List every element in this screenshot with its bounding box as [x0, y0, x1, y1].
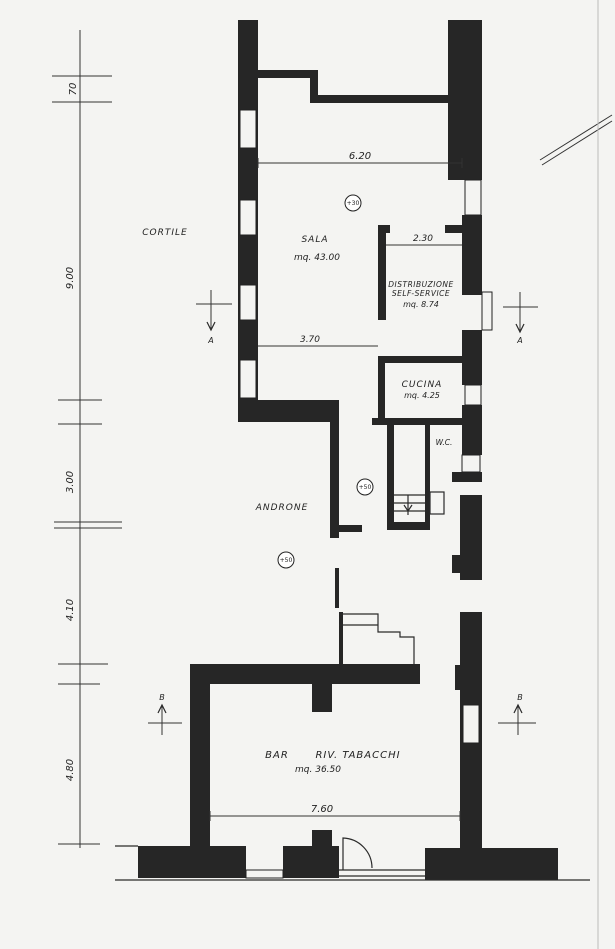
east-wall-mid	[462, 215, 482, 295]
label-wc: W.C.	[436, 438, 453, 447]
dim-v-300: 3.00	[65, 471, 76, 493]
elevation-marker-corridor: +50	[356, 478, 374, 496]
stair-west-wall	[387, 425, 394, 530]
facade-left	[138, 846, 246, 878]
corridor-stub	[330, 525, 362, 532]
dim-v-480: 4.80	[65, 759, 76, 781]
dist-west-wall	[378, 225, 386, 320]
svg-text:+30: +30	[347, 200, 360, 207]
label-androne: ANDRONE	[255, 503, 309, 513]
elevation-marker-sala: +30	[344, 194, 362, 212]
dist-north-stub-a	[378, 225, 390, 233]
cucina-west-wall	[378, 356, 385, 421]
stair-east-wall	[425, 425, 430, 530]
androne-post-b	[335, 568, 339, 608]
section-markers	[148, 290, 538, 735]
stair-south-wall	[394, 522, 428, 530]
section-b-left: B	[159, 693, 165, 702]
section-a-right: A	[516, 336, 522, 345]
cucina-south-wall	[372, 418, 462, 425]
facade-right	[425, 848, 558, 880]
corridor-west-wall	[330, 400, 339, 538]
label-cucina: CUCINA	[402, 380, 443, 390]
section-b-right: B	[517, 693, 523, 702]
dim-v-top: 70	[68, 83, 79, 96]
dist-north-stub-b	[445, 225, 465, 233]
svg-text:+50: +50	[280, 557, 293, 564]
facade-column	[312, 830, 332, 848]
label-bar: BAR	[265, 750, 289, 761]
androne-post	[339, 612, 343, 664]
label-cucina-area: mq. 4.25	[404, 391, 440, 400]
dim-bar-width: 7.60	[311, 804, 333, 815]
east-wall-lower	[460, 495, 482, 580]
label-distribuzione: DISTRIBUZIONE	[388, 280, 454, 289]
label-bar-area: mq. 36.50	[295, 765, 341, 775]
east-wall-cucina	[462, 330, 482, 385]
horizontal-dimensions	[209, 158, 463, 821]
facade-centre	[283, 846, 339, 878]
section-a-left: A	[207, 336, 213, 345]
north-wall-c	[310, 95, 465, 103]
elevation-marker-androne: +50	[277, 551, 295, 569]
vertical-dimensions	[52, 30, 122, 848]
label-sala-area: mq. 43.00	[294, 253, 340, 263]
dim-v-900: 9.00	[65, 267, 76, 289]
bar-west-wall	[190, 664, 210, 849]
fixtures	[115, 491, 590, 881]
dim-sala-width: 6.20	[349, 151, 371, 162]
bar-north-wall	[190, 664, 420, 684]
dim-v-410: 4.10	[65, 599, 76, 621]
sala-south-wall	[238, 400, 338, 422]
north-wall-b	[310, 70, 318, 100]
dim-dist-width: 2.30	[413, 234, 433, 244]
east-wall-wc	[462, 405, 482, 455]
dim-sala-lower: 3.70	[300, 335, 320, 345]
walls	[138, 20, 558, 880]
svg-text:+50: +50	[359, 484, 372, 491]
bar-east-pier	[455, 665, 467, 690]
east-wall-pier	[452, 555, 464, 573]
north-arrow-icon	[539, 114, 613, 166]
label-sala: SALA	[301, 235, 328, 245]
cucina-north-wall	[378, 356, 464, 363]
north-wall-a	[258, 70, 316, 78]
east-wall-return	[452, 472, 482, 482]
windows	[239, 109, 493, 879]
label-self-service: SELF-SERVICE	[392, 289, 450, 298]
label-distribuzione-area: mq. 8.74	[403, 300, 439, 309]
label-cortile: CORTILE	[142, 228, 187, 238]
bar-pier	[312, 684, 332, 712]
east-wall-upper	[448, 20, 482, 180]
label-tabacchi: RIV. TABACCHI	[315, 750, 400, 761]
